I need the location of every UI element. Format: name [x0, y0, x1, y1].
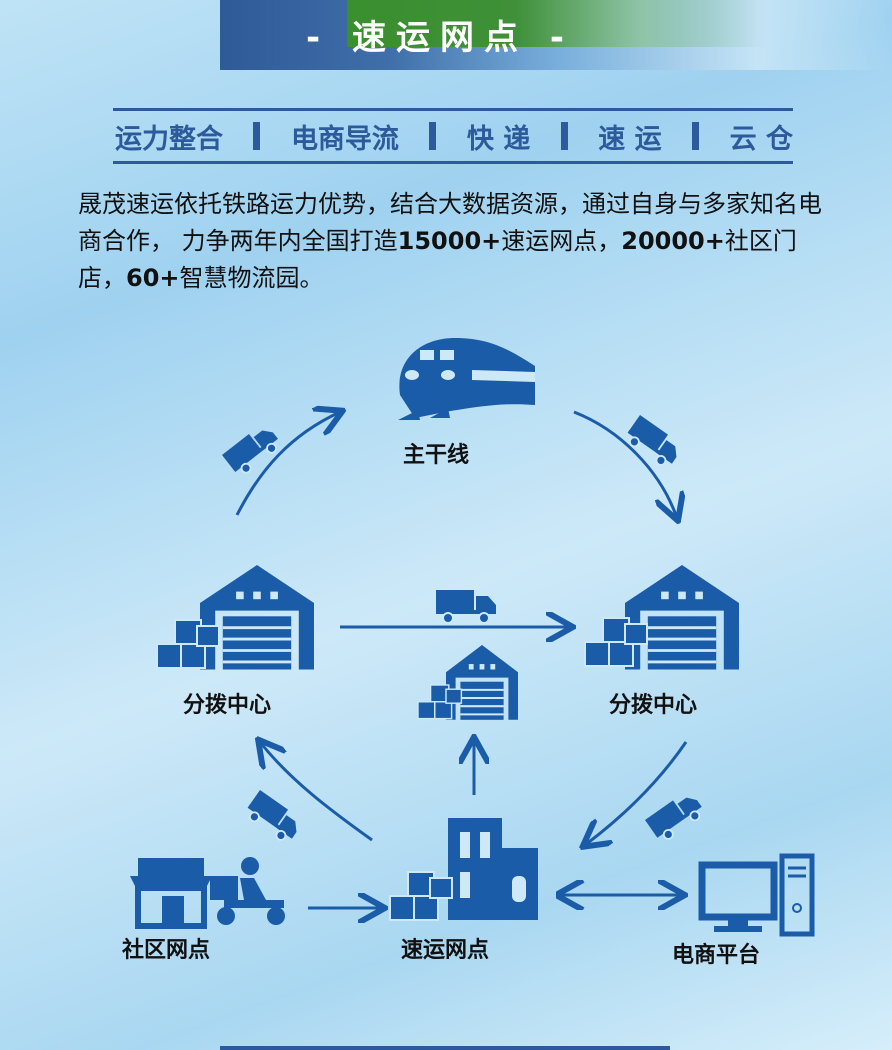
separator — [560, 122, 568, 150]
tagline-item: 云 仓 — [729, 123, 793, 155]
tagline-bar: 运力整合 电商导流 快 递 速 运 云 仓 — [113, 108, 793, 164]
intro-text: 速运网点， — [501, 227, 622, 255]
truck-icon — [644, 788, 708, 846]
page-title: - 速运网点 - — [306, 18, 574, 58]
intro-paragraph: 晟茂速运依托铁路运力优势，结合大数据资源，通过自身与多家知名电商合作， 力争两年… — [78, 186, 838, 297]
intro-number: 20000+ — [621, 227, 725, 255]
warehouse-icon — [623, 563, 741, 671]
warehouse-icon — [198, 563, 316, 671]
intro-text: 社区门店， — [78, 227, 797, 292]
hub-left-label: 分拨中心 — [183, 693, 272, 718]
delivery-scooter-icon — [210, 857, 285, 925]
building-icon — [448, 818, 538, 920]
truck-icon — [221, 420, 284, 480]
header-green-band — [347, 0, 767, 47]
separator — [429, 122, 437, 150]
truck-icon — [435, 589, 497, 624]
express-outlet-label: 速运网点 — [401, 938, 490, 963]
tagline-item: 快 递 — [466, 123, 531, 155]
warehouse-icon — [444, 643, 520, 721]
ecommerce-platform-label: 电商平台 — [672, 943, 761, 968]
trunk-line-label: 主干线 — [403, 443, 470, 468]
divider — [220, 1046, 670, 1050]
community-outlet-label: 社区网点 — [122, 938, 211, 963]
separator — [253, 122, 261, 150]
train-icon — [398, 338, 535, 420]
intro-number: 15000+ — [397, 227, 502, 255]
tagline-item: 电商导流 — [290, 123, 399, 155]
computer-icon — [698, 853, 815, 937]
truck-icon — [242, 789, 306, 847]
hub-right-label: 分拨中心 — [609, 693, 698, 718]
flow-arrows — [235, 412, 686, 908]
truck-icon — [622, 414, 686, 472]
shop-icon — [130, 858, 212, 929]
intro-number: 60+ — [126, 264, 180, 292]
intro-text: 晟茂速运依托铁路运力优势，结合大数据资源，通过自身与多家知名电商合作， 力争两年… — [78, 190, 822, 255]
tagline-item: 运力整合 — [115, 123, 223, 155]
boxes-icon — [389, 871, 453, 921]
tagline-item: 速 运 — [598, 123, 662, 155]
intro-text: 智慧物流园。 — [179, 264, 324, 292]
separator — [692, 122, 700, 150]
